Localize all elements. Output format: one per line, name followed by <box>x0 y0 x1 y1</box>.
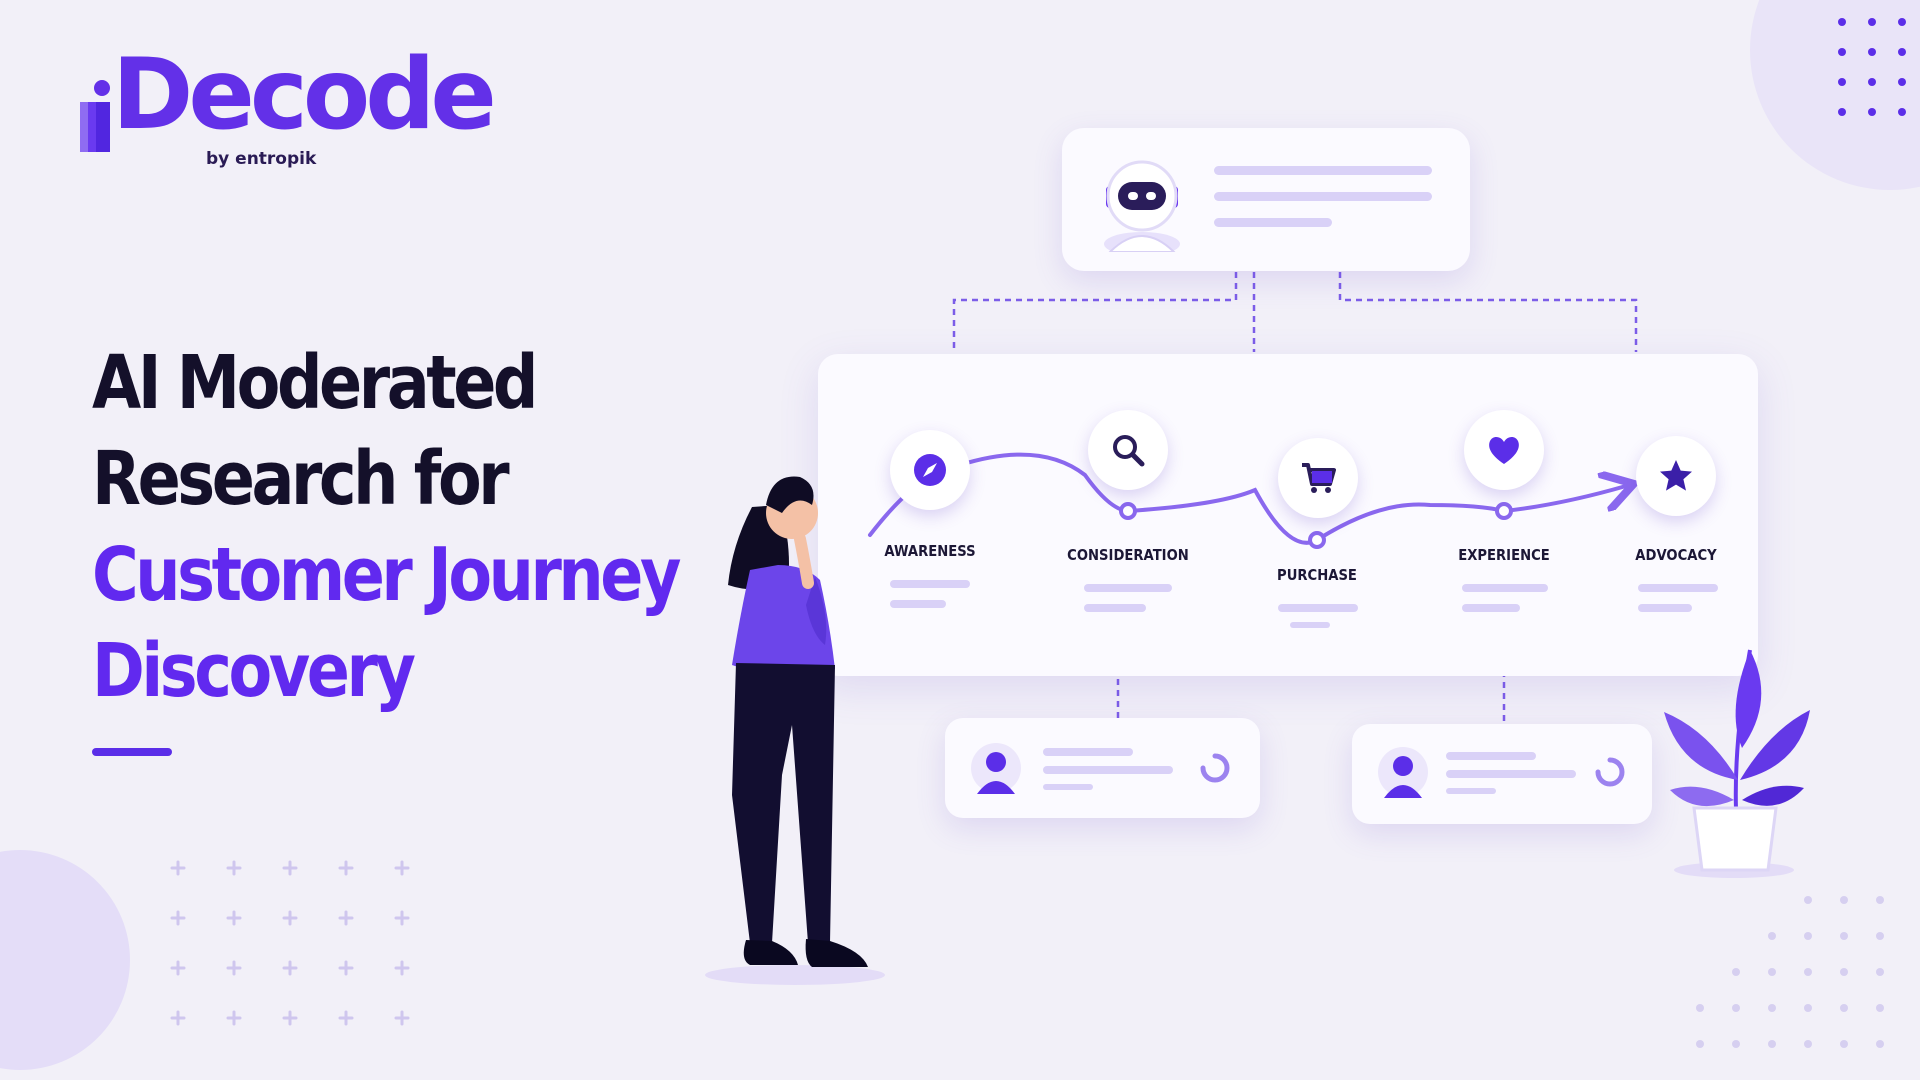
headline-underline <box>92 748 172 756</box>
logo-wordmark: Decode <box>112 38 497 152</box>
decor-plus <box>282 860 298 876</box>
decor-dot <box>1804 1004 1812 1012</box>
decor-plus <box>170 910 186 926</box>
decor-dot <box>1768 1004 1776 1012</box>
star-icon <box>1660 460 1692 491</box>
decor-dot <box>1838 78 1846 86</box>
decor-dot <box>1876 932 1884 940</box>
logo-i-mark <box>80 80 110 152</box>
decor-dot <box>1696 1004 1704 1012</box>
decor-plus <box>394 910 410 926</box>
decor-dot <box>1876 896 1884 904</box>
stage-label-advocacy: ADVOCACY <box>1635 546 1717 564</box>
woman-figure-illustration <box>705 476 885 985</box>
decor-dot <box>1868 18 1876 26</box>
ai-moderator-card <box>1062 128 1470 271</box>
logo-byline: by entropik <box>206 149 317 169</box>
stage-label-experience: EXPERIENCE <box>1458 546 1550 564</box>
persona-card-2 <box>1352 724 1652 824</box>
idecode-logo[interactable]: Decode by entropik <box>76 46 497 172</box>
stage-awareness-node[interactable] <box>890 430 970 510</box>
decor-plus <box>226 910 242 926</box>
decor-plus <box>226 1010 242 1026</box>
headline: AI Moderated Research for Customer Journ… <box>92 335 692 719</box>
decor-dot <box>1876 1004 1884 1012</box>
decor-plus <box>170 1010 186 1026</box>
headline-line-2: Research for <box>92 436 510 522</box>
decor-plus <box>282 1010 298 1026</box>
user-avatar-icon <box>1378 747 1428 798</box>
decor-plus <box>282 910 298 926</box>
decor-dot <box>1838 18 1846 26</box>
stage-purchase-node[interactable] <box>1278 438 1358 518</box>
loading-icon <box>1200 753 1230 783</box>
decor-dot <box>1804 896 1812 904</box>
decor-plus <box>170 860 186 876</box>
customer-journey-panel <box>818 354 1758 676</box>
decor-plus <box>338 1010 354 1026</box>
decor-dot <box>1868 48 1876 56</box>
decor-plus <box>394 860 410 876</box>
headline-line-3: Customer Journey <box>92 532 682 618</box>
decor-dot <box>1840 1004 1848 1012</box>
decor-plus <box>394 1010 410 1026</box>
persona-card-1 <box>945 718 1260 818</box>
potted-plant-illustration <box>1664 649 1810 878</box>
decor-dot <box>1838 48 1846 56</box>
heart-icon <box>1489 436 1519 464</box>
stage-advocacy-node[interactable] <box>1636 436 1716 516</box>
decor-dot <box>1768 1040 1776 1048</box>
decor-dot <box>1768 968 1776 976</box>
decor-dot <box>1840 896 1848 904</box>
stage-experience-node[interactable] <box>1464 410 1544 490</box>
decor-dot <box>1868 108 1876 116</box>
decor-plus <box>338 960 354 976</box>
decor-plus <box>338 910 354 926</box>
decor-dot <box>1840 932 1848 940</box>
robot-icon <box>1104 160 1180 252</box>
decor-dot <box>1868 78 1876 86</box>
headline-line-1: AI Moderated <box>92 340 538 426</box>
decor-dot <box>1804 968 1812 976</box>
loading-icon <box>1595 757 1625 787</box>
decor-dot <box>1732 968 1740 976</box>
stage-label-consideration: CONSIDERATION <box>1067 546 1189 564</box>
decor-dot <box>1804 932 1812 940</box>
decor-dot <box>1804 1040 1812 1048</box>
decor-dot <box>1840 968 1848 976</box>
decor-dot <box>1732 1040 1740 1048</box>
decor-dot <box>1838 108 1846 116</box>
decor-dot <box>1876 968 1884 976</box>
decor-dot <box>1696 1040 1704 1048</box>
search-icon <box>1113 435 1145 467</box>
decor-dot <box>1898 18 1906 26</box>
stage-label-awareness: AWARENESS <box>884 542 976 560</box>
decor-dot <box>1876 1040 1884 1048</box>
decor-dot <box>1898 48 1906 56</box>
compass-icon <box>914 454 946 486</box>
decor-dot <box>1840 1040 1848 1048</box>
decor-plus <box>170 960 186 976</box>
user-avatar-icon <box>971 743 1021 794</box>
decor-plus <box>338 860 354 876</box>
stage-consideration-node[interactable] <box>1088 410 1168 490</box>
headline-line-4: Discovery <box>92 628 416 714</box>
decor-dot <box>1732 1004 1740 1012</box>
decor-plus <box>226 860 242 876</box>
decor-plus <box>282 960 298 976</box>
decor-dot <box>1898 78 1906 86</box>
decor-plus <box>394 960 410 976</box>
decor-dot <box>1898 108 1906 116</box>
cart-icon <box>1302 463 1336 493</box>
decor-dot <box>1768 932 1776 940</box>
decor-plus <box>226 960 242 976</box>
stage-label-purchase: PURCHASE <box>1277 566 1357 584</box>
